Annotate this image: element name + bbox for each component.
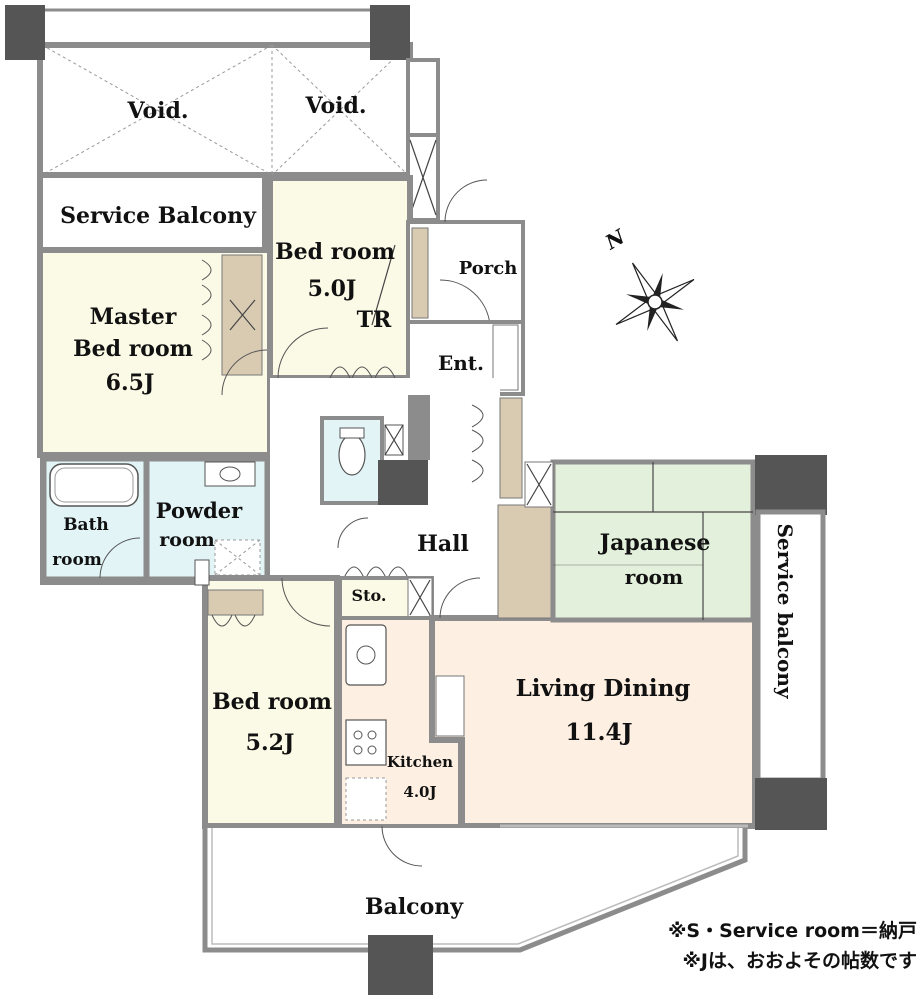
entrance-label: Ent.	[438, 351, 484, 375]
bedroom-top	[267, 175, 413, 381]
living-label: Living Dining	[516, 675, 691, 702]
master-bedroom-size: 6.5J	[106, 370, 155, 396]
tr-label: TR	[357, 307, 392, 333]
void-area	[37, 42, 413, 178]
hall-label: Hall	[417, 531, 469, 557]
service-balcony-top-label: Service Balcony	[60, 203, 257, 229]
bedroom-bottom	[202, 575, 340, 829]
tokonoma	[497, 504, 554, 619]
master-bedroom-label-2: Bed room	[73, 336, 193, 362]
japanese-label-2: room	[625, 565, 683, 589]
master-bedroom-label: Master	[90, 304, 177, 330]
kitchen-size: 4.0J	[403, 783, 436, 801]
living-size: 11.4J	[566, 719, 633, 746]
porch-label: Porch	[459, 258, 518, 279]
closet	[221, 254, 263, 376]
powder-label-2: room	[159, 529, 214, 551]
bedroom-top-size: 5.0J	[308, 276, 357, 302]
service-balcony-side-label: Service balcony	[773, 523, 797, 699]
pillar	[368, 935, 433, 995]
balcony-label: Balcony	[365, 894, 464, 920]
service-balcony-top	[37, 172, 268, 253]
bedroom-bottom-label: Bed room	[212, 689, 332, 715]
bedroom-bottom-size: 5.2J	[246, 730, 295, 756]
powder-label: Powder	[156, 498, 243, 523]
pillar	[5, 5, 45, 60]
japanese-label: Japanese	[598, 530, 711, 556]
storage-label: Sto.	[352, 586, 387, 605]
note-jo-approx: ※Jは、おおよその帖数です	[682, 950, 917, 972]
bedroom-top-label: Bed room	[275, 239, 395, 265]
compass-icon	[615, 262, 695, 342]
void-right-label: Void.	[304, 93, 366, 119]
void-left-label: Void.	[126, 98, 188, 124]
bath-label: Bath	[63, 515, 109, 535]
balcony	[202, 828, 748, 953]
bath-label-2: room	[52, 550, 102, 570]
kitchen-label: Kitchen	[387, 753, 453, 771]
pillar	[370, 5, 410, 60]
note-service-room: ※S・Service room＝納戸	[667, 920, 917, 942]
